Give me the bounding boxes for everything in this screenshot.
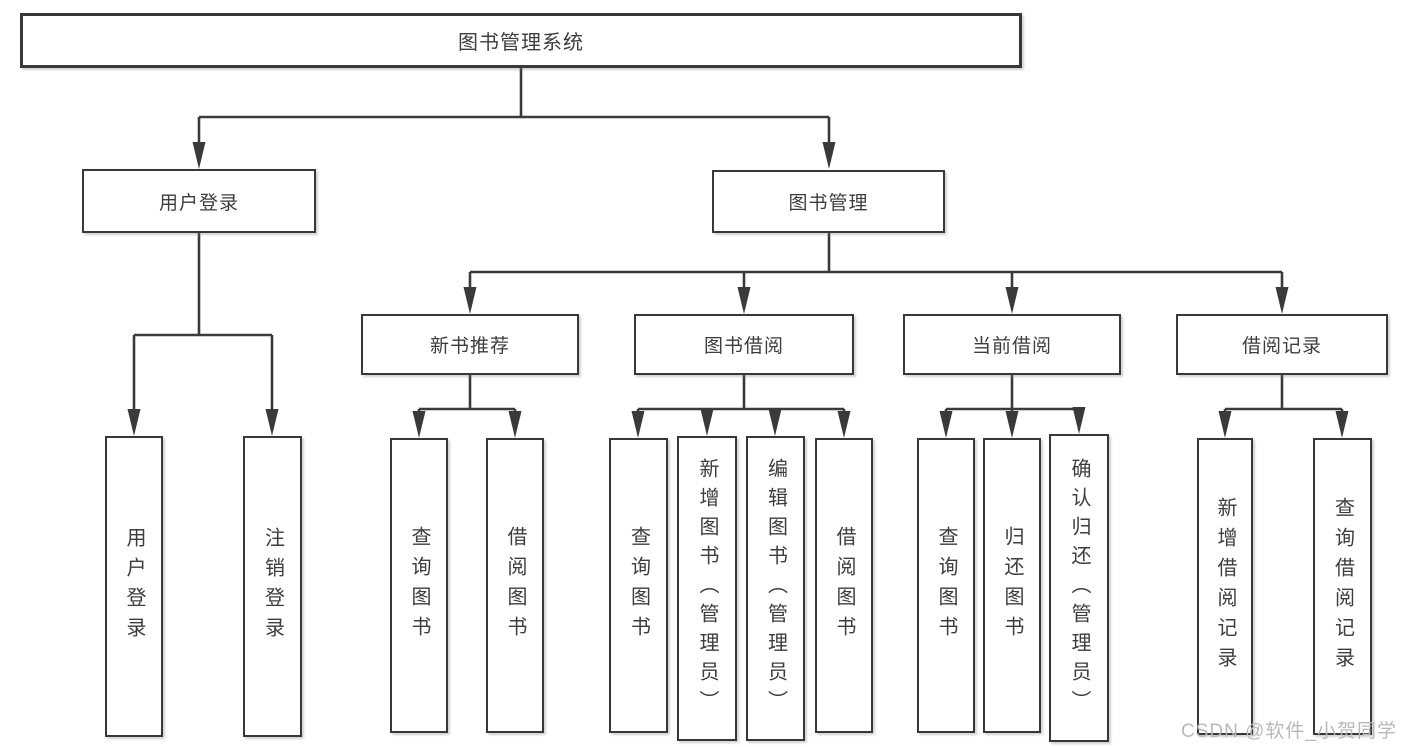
- leaf-return-books: 归还图书: [983, 438, 1041, 733]
- node-new-book-recommend: 新书推荐: [361, 314, 579, 375]
- node-label: 图书管理: [788, 193, 869, 214]
- leaf-label: 确认归还（管理员）: [1068, 457, 1090, 719]
- leaf-add-books-admin: 新增图书（管理员）: [677, 436, 737, 741]
- leaf-query-borrow-record: 查询借阅记录: [1313, 438, 1372, 735]
- leaf-query-books-1: 查询图书: [390, 438, 448, 733]
- leaf-label: 查询图书: [935, 525, 957, 646]
- connector-book-borrowing-to-leaves: [631, 375, 851, 438]
- connector-borrowing-records-to-leaves: [1218, 375, 1349, 438]
- node-label: 用户登录: [158, 192, 239, 214]
- leaf-label: 归还图书: [1001, 525, 1023, 646]
- leaf-confirm-return-admin: 确认归还（管理员）: [1049, 434, 1109, 742]
- leaf-label: 借阅图书: [833, 525, 855, 646]
- node-book-management: 图书管理: [712, 170, 945, 233]
- leaf-logout-login: 注销登录: [243, 436, 302, 737]
- leaf-add-borrow-record: 新增借阅记录: [1197, 438, 1253, 735]
- node-label: 当前借阅: [971, 336, 1052, 357]
- node-label: 借阅记录: [1241, 336, 1322, 357]
- leaf-label: 注销登录: [261, 526, 284, 647]
- leaf-label: 用户登录: [123, 526, 145, 647]
- connector-book-management-to-level3: [463, 233, 1289, 314]
- leaf-label: 查询图书: [627, 525, 650, 646]
- node-label: 图书管理系统: [458, 32, 584, 54]
- connector-new-book-recommend-to-leaves: [412, 375, 522, 438]
- node-borrowing-records: 借阅记录: [1176, 314, 1388, 375]
- leaf-label: 查询图书: [408, 525, 430, 646]
- leaf-borrow-books-2: 借阅图书: [815, 438, 873, 733]
- node-book-borrowing: 图书借阅: [634, 314, 854, 375]
- leaf-borrow-books-1: 借阅图书: [486, 438, 544, 733]
- leaf-label: 借阅图书: [504, 525, 526, 646]
- node-label: 新书推荐: [429, 336, 510, 357]
- leaf-query-books-3: 查询图书: [917, 438, 975, 733]
- leaf-label: 查询借阅记录: [1331, 496, 1354, 677]
- node-user-login: 用户登录: [82, 169, 316, 233]
- connector-current-borrowing-to-leaves: [939, 375, 1086, 438]
- csdn-watermark: CSDN @软件_小贺同学: [1181, 721, 1397, 742]
- leaf-label: 新增借阅记录: [1214, 496, 1236, 677]
- connector-root-to-level2: [192, 68, 836, 169]
- leaf-user-login: 用户登录: [105, 436, 163, 737]
- leaf-label: 编辑图书（管理员）: [764, 458, 787, 719]
- leaf-query-books-2: 查询图书: [609, 438, 668, 733]
- node-current-borrowing: 当前借阅: [903, 314, 1121, 375]
- node-label: 图书借阅: [703, 336, 784, 357]
- node-library-management-system: 图书管理系统: [20, 13, 1022, 68]
- leaf-edit-books-admin: 编辑图书（管理员）: [746, 436, 805, 741]
- leaf-label: 新增图书（管理员）: [696, 458, 718, 719]
- connector-user-login-to-leaves: [127, 233, 279, 436]
